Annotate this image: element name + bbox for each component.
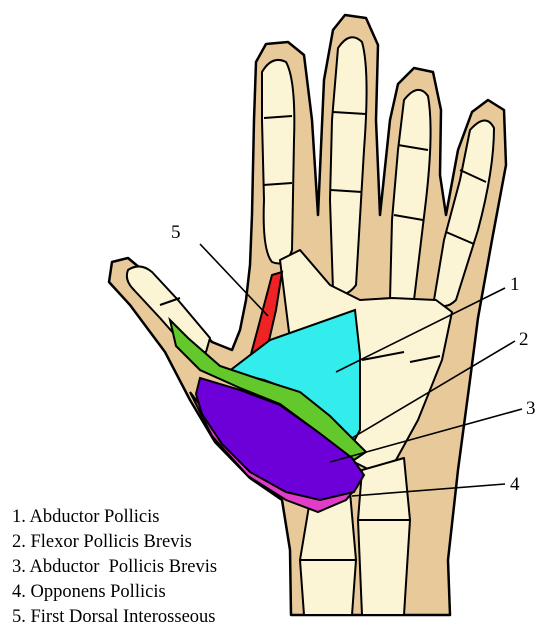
callout-5: 5 bbox=[171, 222, 181, 243]
legend: 1. Abductor Pollicis 2. Flexor Pollicis … bbox=[12, 505, 217, 630]
legend-item: 5. First Dorsal Interosseous bbox=[12, 605, 217, 630]
legend-item: 3. Abductor Pollicis Brevis bbox=[12, 555, 217, 580]
callout-2: 2 bbox=[519, 329, 529, 350]
legend-item: 2. Flexor Pollicis Brevis bbox=[12, 530, 217, 555]
callout-3: 3 bbox=[526, 398, 536, 419]
callout-1: 1 bbox=[510, 274, 520, 295]
legend-item: 4. Opponens Pollicis bbox=[12, 580, 217, 605]
callout-4: 4 bbox=[510, 474, 520, 495]
legend-item: 1. Abductor Pollicis bbox=[12, 505, 217, 530]
